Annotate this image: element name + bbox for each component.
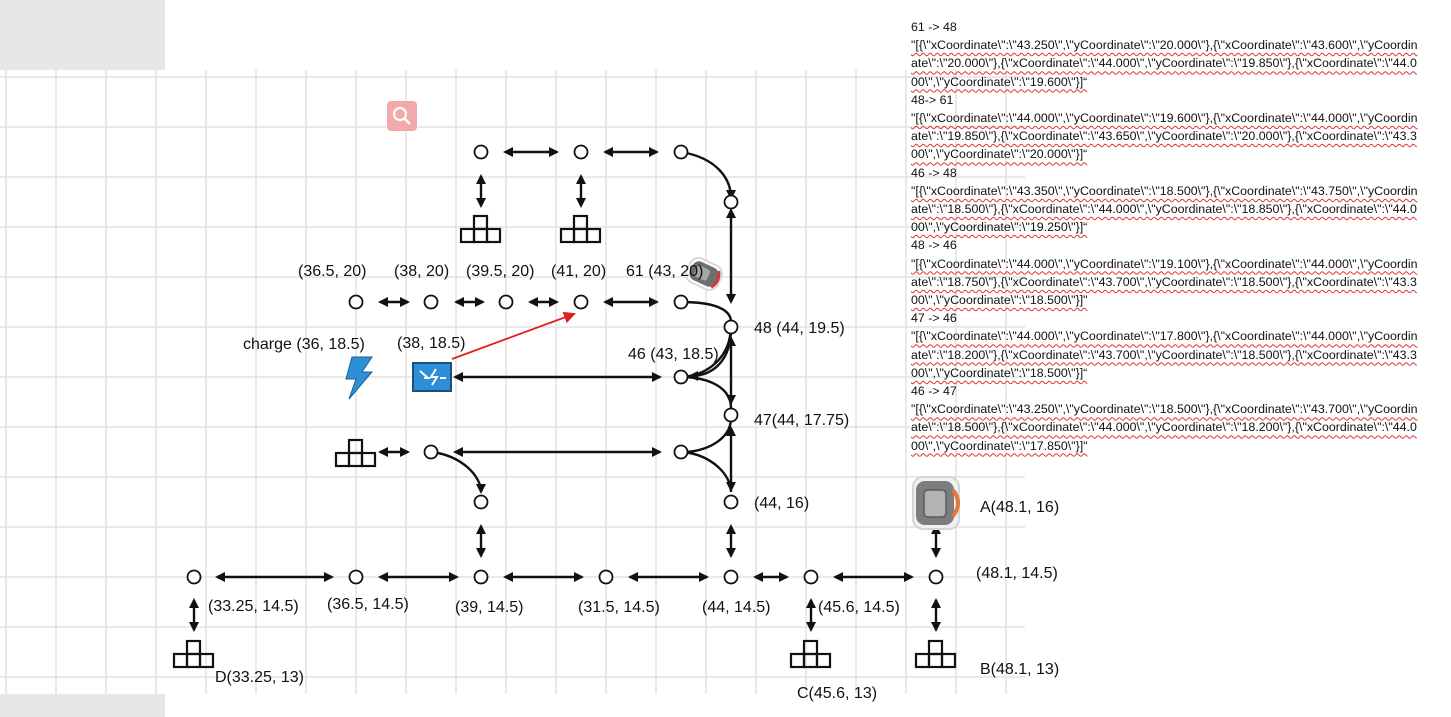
node-label: (48.1, 14.5) [976, 565, 1058, 582]
node-label: (38, 20) [394, 263, 449, 280]
node-label: (39, 14.5) [455, 599, 523, 616]
curve-edge [688, 327, 733, 381]
edges [189, 147, 941, 632]
node [723, 569, 739, 585]
node-label: A(48.1, 16) [980, 499, 1059, 516]
node [673, 369, 689, 385]
curve-edge [682, 417, 733, 454]
node [473, 494, 489, 510]
node [598, 569, 614, 585]
node [498, 294, 514, 310]
shelf-rack-icons [172, 214, 957, 669]
node [673, 444, 689, 460]
bottom-left-panel [0, 694, 165, 717]
node [723, 407, 739, 423]
node-label: D(33.25, 13) [215, 669, 304, 686]
node [473, 144, 489, 160]
note-title: 47 -> 46 [911, 311, 957, 326]
robot-icon [912, 476, 960, 530]
node-label: (38, 18.5) [397, 335, 465, 352]
node-label: (44, 14.5) [702, 599, 770, 616]
note-json: "[{\"xCoordinate\":\"43.350\",\"yCoordin… [911, 183, 1418, 235]
top-left-panel [0, 0, 165, 70]
shelf-rack-icon [172, 639, 215, 669]
node [186, 569, 202, 585]
curve-edge [680, 150, 736, 200]
note-json: "[{\"xCoordinate\":\"43.250\",\"yCoordin… [911, 402, 1418, 453]
note-title: 61 -> 48 [911, 20, 957, 34]
note-title: 46 -> 48 [911, 165, 957, 180]
node [573, 144, 589, 160]
curve-edge [680, 300, 733, 323]
node [723, 194, 739, 210]
node-label: (44, 16) [754, 495, 809, 512]
robot-icon [685, 256, 723, 292]
node-label: 47(44, 17.75) [754, 412, 849, 429]
node-label: C(45.6, 13) [797, 685, 877, 702]
background-grid [0, 70, 1025, 694]
curve-edge [431, 450, 486, 494]
node [473, 569, 489, 585]
node [723, 494, 739, 510]
node [928, 569, 944, 585]
note-json: "[{\"xCoordinate\":\"43.250\",\"yCoordin… [911, 38, 1418, 89]
shelf-rack-icon [334, 438, 377, 468]
node-label: (36.5, 14.5) [327, 596, 409, 613]
note-title: 48 -> 46 [911, 238, 957, 253]
node-label: 46 (43, 18.5) [628, 346, 719, 363]
shelf-rack-icon [914, 639, 957, 669]
curve-edge [682, 450, 733, 493]
nodes [186, 144, 944, 585]
node-label: (39.5, 20) [466, 263, 534, 280]
node [348, 569, 364, 585]
curved-edges [431, 150, 736, 494]
node-label: 61 (43, 20) [626, 263, 703, 280]
node-label: (45.6, 14.5) [818, 599, 900, 616]
labels: (36.5, 20) (38, 20) (39.5, 20) (41, 20) … [208, 263, 1059, 702]
node [348, 294, 364, 310]
note-json: "[{\"xCoordinate\":\"44.000\",\"yCoordin… [911, 256, 1418, 308]
shelf-rack-icon [789, 639, 832, 669]
search-icon[interactable] [387, 101, 417, 131]
node [673, 294, 689, 310]
node [423, 294, 439, 310]
node [723, 319, 739, 335]
node [803, 569, 819, 585]
node-label: (33.25, 14.5) [208, 598, 299, 615]
node [423, 444, 439, 460]
highlight-arrow [451, 311, 576, 360]
note-title: 48-> 61 [911, 92, 954, 107]
node [573, 294, 589, 310]
curve-edge [683, 375, 733, 409]
charging-station-icon [412, 362, 452, 392]
note-json: "[{\"xCoordinate\":\"44.000\",\"yCoordin… [911, 329, 1418, 380]
shelf-rack-icon [459, 214, 502, 244]
node [673, 144, 689, 160]
node-label: B(48.1, 13) [980, 661, 1059, 678]
node-label: (41, 20) [551, 263, 606, 280]
path-notes: 61 -> 48 "[{\"xCoordinate\":\"43.250\",\… [911, 18, 1423, 455]
shelf-rack-icon [559, 214, 602, 244]
note-title: 46 -> 47 [911, 384, 957, 399]
node-label: charge (36, 18.5) [243, 336, 365, 353]
node-label: 48 (44, 19.5) [754, 320, 845, 337]
note-json: "[{\"xCoordinate\":\"44.000\",\"yCoordin… [911, 111, 1418, 162]
node-label: (31.5, 14.5) [578, 599, 660, 616]
node-label: (36.5, 20) [298, 263, 366, 280]
lightning-bolt-icon [345, 356, 374, 400]
